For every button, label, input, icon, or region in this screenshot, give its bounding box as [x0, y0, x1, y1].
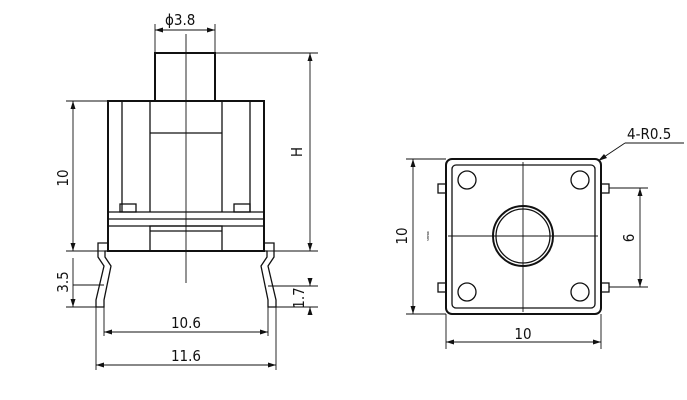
dim-top-height: 10 [393, 227, 411, 244]
dim-corner-radius: 4-R0.5 [627, 125, 671, 143]
actuator-button [154, 52, 216, 102]
top-body-outline [445, 158, 602, 315]
dim-pin-span-inner: 10.6 [171, 314, 201, 332]
marking-text: SHPRK [426, 230, 430, 241]
top-view: SHPRK 4-R0.5 10 10 6 [393, 125, 684, 349]
dim-body-height: 10 [54, 169, 72, 186]
right-pin [260, 242, 277, 308]
dim-overall-height: H [288, 147, 306, 157]
dim-button-diameter: ϕ3.8 [165, 11, 195, 29]
left-pin [95, 242, 112, 308]
dim-pin-offset: 1.7 [290, 287, 308, 308]
dim-pin-pitch: 6 [620, 234, 638, 243]
dim-pin-span-outer: 11.6 [171, 347, 201, 365]
dim-top-width: 10 [514, 325, 531, 343]
dim-pin-height: 3.5 [54, 271, 72, 292]
side-view: ϕ3.8 H 10 3.5 1.7 10 [54, 11, 318, 370]
